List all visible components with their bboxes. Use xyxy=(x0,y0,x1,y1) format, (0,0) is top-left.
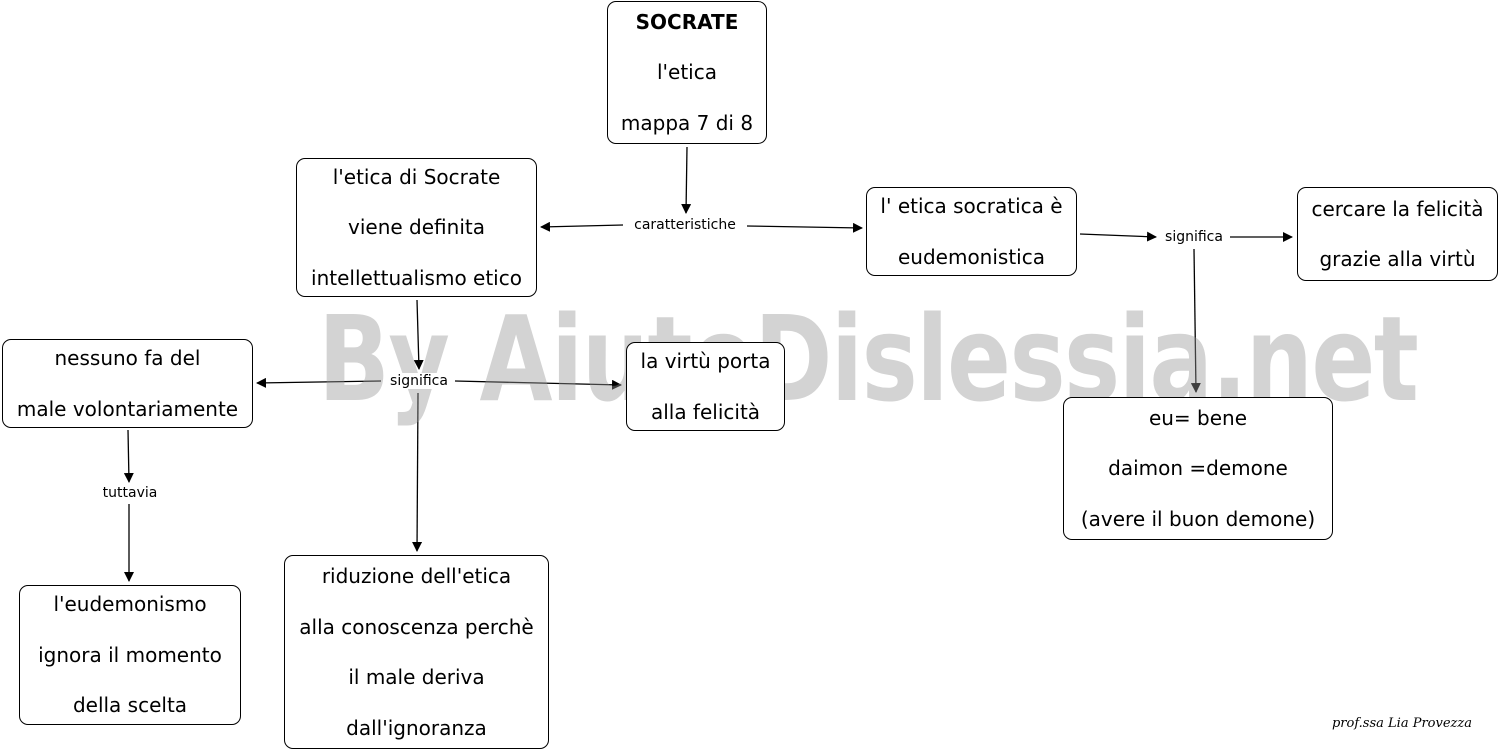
link-label-tuttavia: tuttavia xyxy=(100,485,160,501)
node-text: nessuno fa del xyxy=(54,346,201,370)
node-nessuno: nessuno fa del male volontariamente xyxy=(2,339,253,428)
node-text: ignora il momento xyxy=(38,642,222,667)
node-socrate: SOCRATE l'etica mappa 7 di 8 xyxy=(607,1,767,144)
edge-significa-eubene xyxy=(1190,248,1201,393)
node-felicita-virtu: cercare la felicità grazie alla virtù xyxy=(1297,187,1498,281)
edge-caratteristiche-eudemonistica xyxy=(746,222,863,233)
node-text: l'eudemonismo xyxy=(53,592,207,617)
node-text: intellettualismo etico xyxy=(311,265,522,290)
node-eudemonismo: l'eudemonismo ignora il momento della sc… xyxy=(19,585,241,725)
edge-caratteristiche-intellettualismo xyxy=(540,221,624,232)
node-text: della scelta xyxy=(72,693,188,718)
edge-significa-nessuno xyxy=(256,377,382,388)
node-eudemonistica: l' etica socratica è eudemonistica xyxy=(866,187,1077,276)
node-text: la virtù porta xyxy=(640,349,771,373)
edge-significa-virtu xyxy=(454,379,622,390)
node-text: male volontariamente xyxy=(16,396,239,421)
node-text: riduzione dell'etica xyxy=(321,564,512,588)
node-text: viene definita xyxy=(348,215,485,240)
node-text: eu= bene xyxy=(1148,405,1248,430)
node-text: cercare la felicità xyxy=(1311,196,1484,221)
node-text: alla conoscenza perchè xyxy=(299,614,534,639)
edge-socrate-caratteristiche xyxy=(681,146,692,214)
link-label-significa-left: significa xyxy=(388,373,450,389)
node-text: mappa 7 di 8 xyxy=(620,110,754,135)
node-text: l' etica socratica è xyxy=(880,194,1063,218)
node-text: daimon =demone xyxy=(1108,456,1288,481)
node-text: grazie alla virtù xyxy=(1319,247,1476,271)
node-text: eudemonistica xyxy=(897,244,1045,269)
node-text: SOCRATE xyxy=(635,9,739,34)
edge-nessuno-tuttavia xyxy=(123,429,134,483)
node-intellettualismo: l'etica di Socrate viene definita intell… xyxy=(296,158,537,297)
link-label-significa-right: significa xyxy=(1163,229,1225,245)
node-virtu-porta: la virtù porta alla felicità xyxy=(626,342,785,431)
node-text: l'etica xyxy=(656,60,717,85)
node-text: il male deriva xyxy=(348,665,485,689)
node-eu-bene: eu= bene daimon =demone (avere il buon d… xyxy=(1063,397,1333,540)
node-riduzione: riduzione dell'etica alla conoscenza per… xyxy=(284,555,549,749)
edge-intellettualismo-significa xyxy=(413,299,424,370)
node-text: alla felicità xyxy=(650,399,761,424)
node-text: (avere il buon demone) xyxy=(1080,506,1316,531)
node-text: dall'ignoranza xyxy=(346,715,487,740)
node-text: l'etica di Socrate xyxy=(332,164,501,189)
author-signature: prof.ssa Lia Provezza xyxy=(1331,716,1472,731)
link-label-caratteristiche: caratteristiche xyxy=(632,217,738,233)
edge-eudemonistica-significa xyxy=(1079,231,1157,242)
edge-significa-riduzione xyxy=(412,392,423,552)
